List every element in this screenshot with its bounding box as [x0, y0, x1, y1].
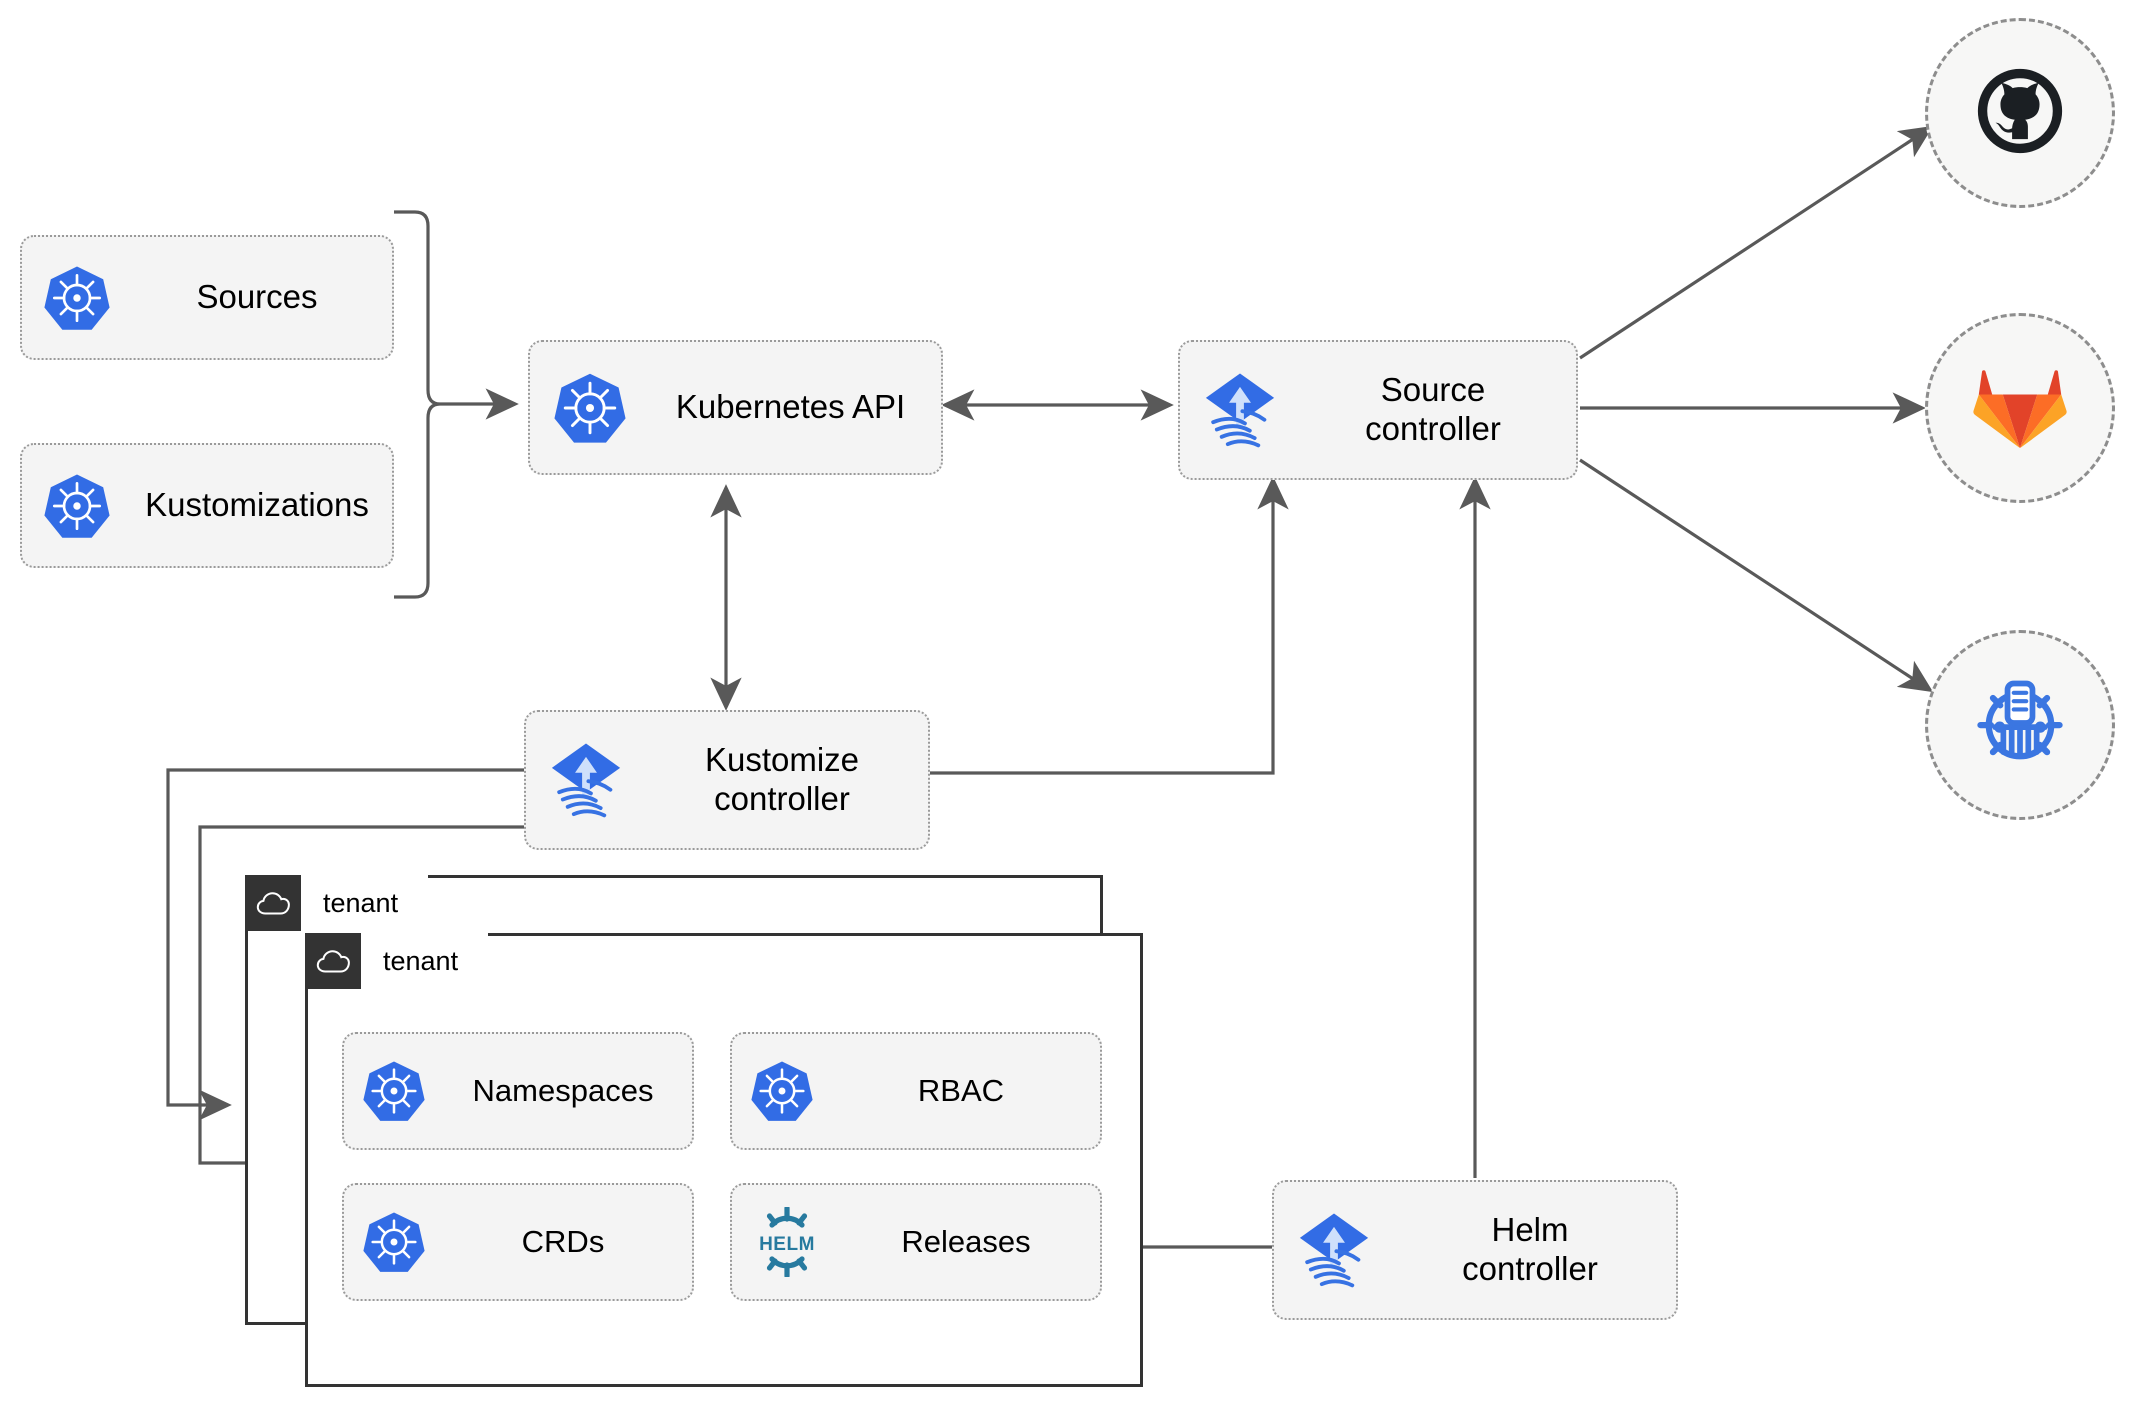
node-kustomizations[interactable]: Kustomizations — [20, 443, 394, 568]
kubernetes-icon — [22, 265, 132, 331]
node-label: Helm controller — [1462, 1211, 1598, 1287]
node-label: Kustomize controller — [704, 741, 860, 817]
provider-gitlab[interactable] — [1925, 313, 2115, 503]
node-label: Sources — [196, 278, 318, 316]
flux-icon — [1274, 1211, 1394, 1289]
node-releases[interactable]: HELM Releases — [730, 1183, 1102, 1301]
node-sources[interactable]: Sources — [20, 235, 394, 360]
node-label: Kustomizations — [145, 486, 369, 524]
tenant-inner-container — [305, 933, 1143, 1387]
github-icon — [1968, 59, 2072, 168]
kubernetes-icon — [732, 1060, 832, 1122]
node-namespaces[interactable]: Namespaces — [342, 1032, 694, 1150]
tenant-outer-header: tenant — [245, 875, 429, 931]
node-rbac[interactable]: RBAC — [730, 1032, 1102, 1150]
svg-text:HELM: HELM — [759, 1234, 815, 1255]
kubernetes-icon — [22, 473, 132, 539]
node-source-controller[interactable]: Source controller — [1178, 340, 1578, 480]
gitlab-icon — [1972, 360, 2068, 457]
registry-icon — [1968, 671, 2072, 780]
node-kubernetes-api[interactable]: Kubernetes API — [528, 340, 943, 475]
kubernetes-icon — [344, 1211, 444, 1273]
provider-registry[interactable] — [1925, 630, 2115, 820]
kubernetes-icon — [530, 372, 650, 444]
tenant-inner-header: tenant — [305, 933, 489, 989]
node-label: CRDs — [521, 1223, 605, 1259]
node-label: RBAC — [917, 1072, 1005, 1108]
node-label: Source controller — [1365, 371, 1501, 447]
helm-icon: HELM — [732, 1207, 842, 1277]
node-helm-controller[interactable]: Helm controller — [1272, 1180, 1678, 1320]
tenant-outer-label: tenant — [301, 875, 429, 931]
node-label: Kubernetes API — [675, 388, 906, 426]
tenant-inner-label: tenant — [361, 933, 489, 989]
provider-github[interactable] — [1925, 18, 2115, 208]
node-crds[interactable]: CRDs — [342, 1183, 694, 1301]
cloud-icon — [305, 933, 361, 989]
kubernetes-icon — [344, 1060, 444, 1122]
node-label: Releases — [901, 1223, 1031, 1259]
flux-icon — [526, 741, 646, 819]
cloud-icon — [245, 875, 301, 931]
node-kustomize-controller[interactable]: Kustomize controller — [524, 710, 930, 850]
node-label: Namespaces — [472, 1072, 654, 1108]
flux-icon — [1180, 371, 1300, 449]
